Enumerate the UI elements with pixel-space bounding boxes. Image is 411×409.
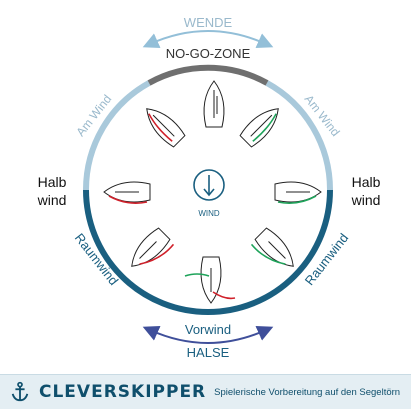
boat-vorwind	[184, 256, 236, 304]
vorwind-label: Vorwind	[185, 322, 231, 337]
brand-name: CLEVERSKIPPER	[39, 382, 207, 402]
ring-am-wind-right-arc	[265, 80, 334, 191]
ring-am-wind-left-arc	[82, 80, 151, 191]
boat-halb-wind-right	[274, 181, 322, 204]
wind-down-arrow-icon	[193, 169, 225, 201]
ring-lower-arc	[83, 189, 333, 315]
boat-am-wind-left	[146, 108, 186, 148]
points-of-sail-diagram: WENDE NO-GO-ZONE Am Wind Am Wind Halb wi…	[37, 15, 381, 360]
wende-arrow	[142, 30, 274, 49]
halse-label: HALSE	[187, 345, 230, 360]
anchor-icon	[11, 381, 29, 402]
no-go-zone-label: NO-GO-ZONE	[166, 46, 251, 61]
halb-wind-left-line2: wind	[37, 192, 67, 208]
boat-halb-wind-left	[103, 181, 151, 204]
wende-label: WENDE	[184, 15, 233, 30]
boat-am-wind-right	[239, 108, 279, 148]
wind-label: WIND	[198, 209, 220, 218]
halb-wind-left-line1: Halb	[38, 174, 67, 190]
halse-arrow	[142, 325, 274, 344]
halb-wind-right-line2: wind	[351, 192, 381, 208]
brand-tagline: Spielerische Vorbereitung auf den Segelt…	[214, 386, 401, 398]
boat-raumwind-right	[250, 227, 294, 267]
course-ring	[82, 64, 334, 315]
boat-raumwind-left	[131, 227, 175, 267]
boat-head-to-wind	[203, 80, 225, 128]
halb-wind-right-line1: Halb	[352, 174, 381, 190]
footer-banner: CLEVERSKIPPER Spielerische Vorbereitung …	[0, 374, 411, 409]
ring-no-go-arc	[147, 64, 269, 86]
